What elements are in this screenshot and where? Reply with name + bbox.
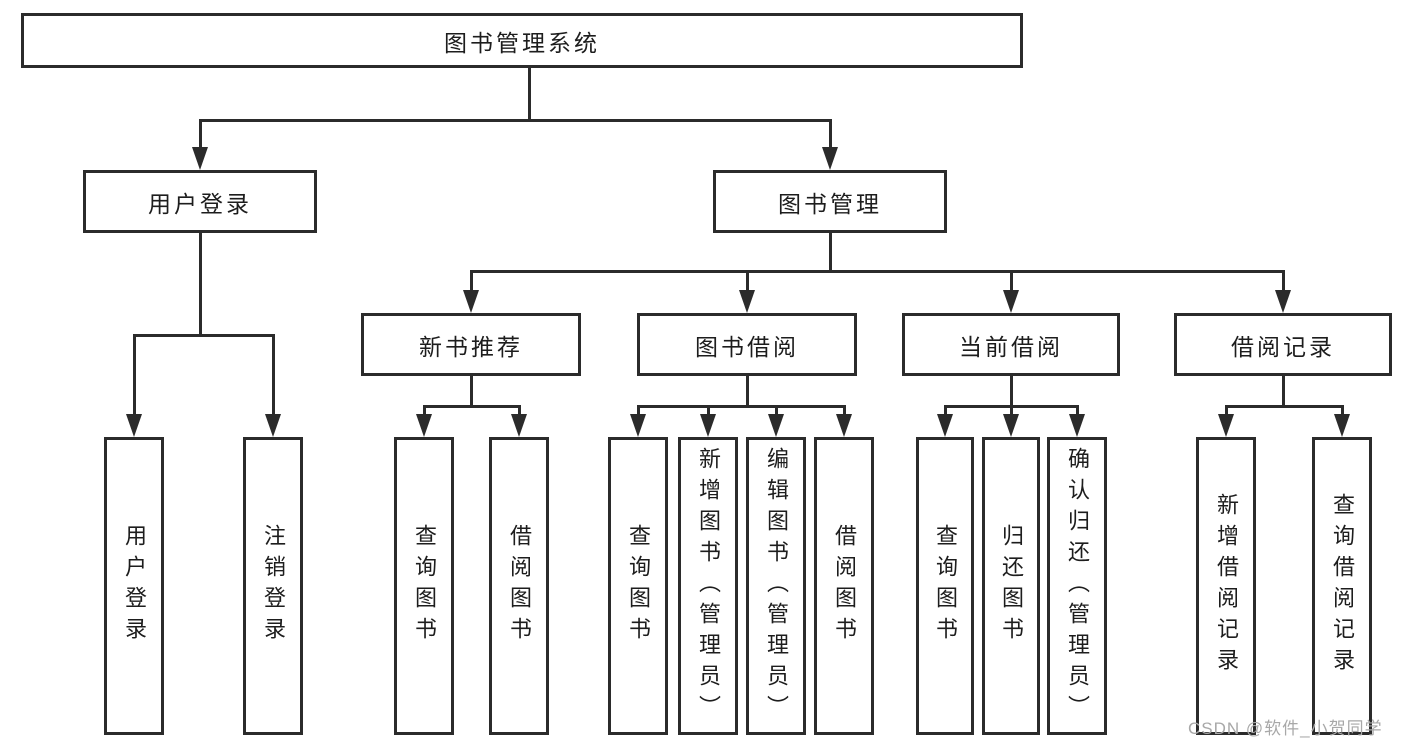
arrowhead-down-icon xyxy=(630,414,646,437)
leaf-add-book-admin: 新增图书（管理员） xyxy=(678,437,738,735)
connector xyxy=(1282,375,1285,407)
arrowhead-down-icon xyxy=(1218,414,1234,437)
connector xyxy=(272,334,275,418)
connector xyxy=(423,405,426,418)
node-borrowing-records: 借阅记录 xyxy=(1174,313,1392,376)
arrowhead-down-icon xyxy=(822,147,838,170)
connector xyxy=(199,119,202,150)
leaf-user-login: 用户登录 xyxy=(104,437,164,735)
connector xyxy=(637,405,845,408)
leaf-logout: 注销登录 xyxy=(243,437,303,735)
connector xyxy=(199,232,202,337)
connector xyxy=(944,405,947,418)
leaf-confirm-return-admin: 确认归还（管理员） xyxy=(1047,437,1107,735)
leaf-add-borrow-record: 新增借阅记录 xyxy=(1196,437,1256,735)
arrowhead-down-icon xyxy=(126,414,142,437)
arrowhead-down-icon xyxy=(511,414,527,437)
arrowhead-down-icon xyxy=(836,414,852,437)
node-new-book-recommend: 新书推荐 xyxy=(361,313,581,376)
node-book-borrowing: 图书借阅 xyxy=(637,313,857,376)
connector xyxy=(133,334,136,418)
arrowhead-down-icon xyxy=(700,414,716,437)
node-root: 图书管理系统 xyxy=(21,13,1023,68)
connector xyxy=(829,232,832,272)
arrowhead-down-icon xyxy=(937,414,953,437)
leaf-query-books-recommend: 查询图书 xyxy=(394,437,454,735)
connector xyxy=(199,119,832,122)
arrowhead-down-icon xyxy=(265,414,281,437)
connector xyxy=(1010,270,1013,292)
connector xyxy=(518,405,521,418)
leaf-borrow-books-borrowing: 借阅图书 xyxy=(814,437,874,735)
arrowhead-down-icon xyxy=(192,147,208,170)
node-book-management: 图书管理 xyxy=(713,170,947,233)
leaf-query-borrow-record: 查询借阅记录 xyxy=(1312,437,1372,735)
arrowhead-down-icon xyxy=(1003,290,1019,313)
connector xyxy=(746,375,749,407)
leaf-return-book: 归还图书 xyxy=(982,437,1040,735)
connector xyxy=(1225,405,1344,408)
arrowhead-down-icon xyxy=(739,290,755,313)
leaf-edit-book-admin: 编辑图书（管理员） xyxy=(746,437,806,735)
connector xyxy=(1010,375,1013,407)
connector xyxy=(470,270,473,292)
connector xyxy=(707,405,710,418)
watermark-text: CSDN @软件_小贺同学 xyxy=(1188,719,1383,738)
connector xyxy=(423,405,521,408)
leaf-query-books-borrowing: 查询图书 xyxy=(608,437,668,735)
arrowhead-down-icon xyxy=(1334,414,1350,437)
arrowhead-down-icon xyxy=(768,414,784,437)
arrowhead-down-icon xyxy=(1069,414,1085,437)
arrowhead-down-icon xyxy=(416,414,432,437)
leaf-borrow-books-recommend: 借阅图书 xyxy=(489,437,549,735)
connector xyxy=(1282,270,1285,292)
connector xyxy=(470,270,1285,273)
arrowhead-down-icon xyxy=(463,290,479,313)
connector xyxy=(829,119,832,150)
node-current-borrowing: 当前借阅 xyxy=(902,313,1120,376)
connector xyxy=(637,405,640,418)
connector xyxy=(1341,405,1344,418)
arrowhead-down-icon xyxy=(1003,414,1019,437)
node-user-login: 用户登录 xyxy=(83,170,317,233)
connector xyxy=(775,405,778,418)
connector xyxy=(470,375,473,407)
connector xyxy=(1076,405,1079,418)
arrowhead-down-icon xyxy=(1275,290,1291,313)
connector xyxy=(133,334,275,337)
connector xyxy=(1225,405,1228,418)
connector xyxy=(746,270,749,292)
connector xyxy=(843,405,846,418)
leaf-query-books-current: 查询图书 xyxy=(916,437,974,735)
connector xyxy=(528,68,531,120)
connector xyxy=(1010,405,1013,418)
